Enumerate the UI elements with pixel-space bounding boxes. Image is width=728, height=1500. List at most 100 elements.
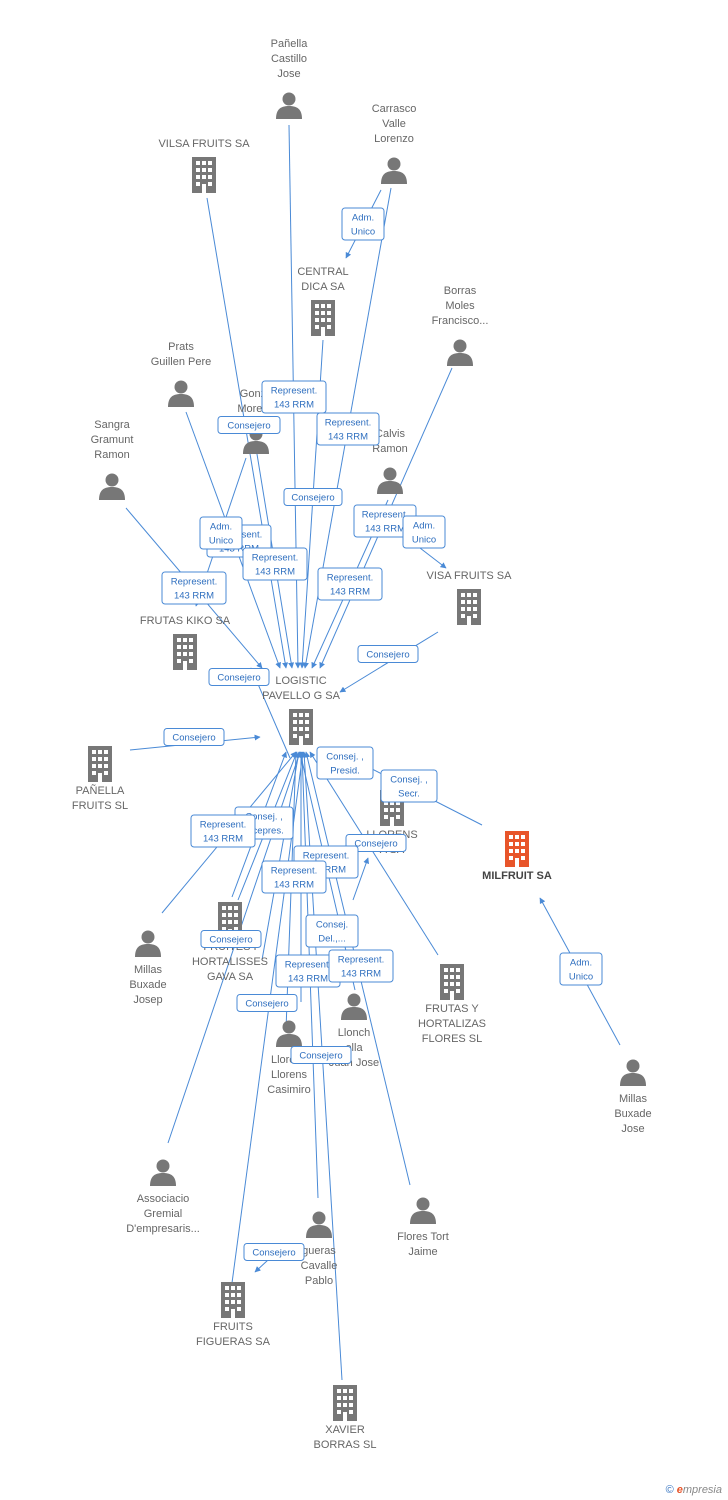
node-label: Buxade (614, 1108, 651, 1120)
node-label: BORRAS SL (314, 1439, 377, 1451)
relation-text: 143 RRM (341, 969, 381, 980)
building-icon (333, 1385, 357, 1421)
node-label: LOGISTIC (275, 675, 326, 687)
relation-box (290, 1046, 352, 1064)
relation-text: 143 RRM (274, 880, 314, 891)
node-label: FLORES SL (422, 1033, 483, 1045)
node-associacio[interactable]: AssociacioGremialD'empresaris... (126, 1159, 200, 1236)
node-label: FRUTAS Y (425, 1003, 479, 1015)
relation-text: Vicepres. (244, 826, 283, 837)
relation-edge (254, 1259, 269, 1273)
relation-text: Consej. , (326, 752, 364, 763)
node-label: Castillo (271, 53, 307, 65)
relation-text: Consej. (316, 920, 348, 931)
relation-text: Adm. (413, 521, 435, 532)
relation-text: Adm. (570, 958, 592, 969)
node-label: Associacio (137, 1193, 190, 1205)
brand-logo-text: mpresia (682, 1484, 722, 1496)
relation-label-r-represent-6: Represent.143 RRM (161, 571, 227, 605)
relation-box (380, 769, 438, 803)
relation-label-r-consej-secr: Consej. ,Secr. (380, 769, 438, 803)
node-milfruit[interactable]: MILFRUIT SA (482, 831, 552, 882)
relation-text: Secr. (398, 789, 420, 800)
relation-text: Presid. (330, 766, 360, 777)
relation-box (161, 571, 227, 605)
relation-label-r-consejero-6: Consejero (345, 834, 407, 852)
relation-box (243, 1243, 305, 1261)
building-icon (457, 589, 481, 625)
relation-label-r-consejero-9: Consejero (290, 1046, 352, 1064)
node-visa[interactable]: VISA FRUITS SA (427, 570, 513, 625)
building-icon (192, 157, 216, 193)
relation-text: 143 RRM (174, 591, 214, 602)
person-icon (276, 1020, 302, 1047)
relation-text: Consejero (252, 1248, 295, 1259)
node-label: PAVELLO G SA (262, 690, 341, 702)
relation-box (357, 645, 419, 663)
relation-box (190, 814, 256, 848)
node-label: Jose (621, 1123, 644, 1135)
relation-edge (231, 751, 306, 1284)
relation-text: Represent. (200, 820, 246, 831)
node-label: Casimiro (267, 1084, 310, 1096)
relation-box (208, 668, 270, 686)
relation-label-r-represent-8: Represent. 143 RRM (190, 814, 256, 848)
node-label: FRUITS (213, 1321, 253, 1333)
building-icon (289, 709, 313, 745)
relation-box (236, 994, 298, 1012)
relation-text: Represent. (271, 386, 317, 397)
building-icon (88, 746, 112, 782)
person-icon (99, 473, 125, 500)
relation-box (316, 412, 380, 446)
node-label: PAÑELLA (76, 784, 125, 797)
relation-box (163, 728, 225, 746)
relation-box (305, 914, 359, 948)
relation-text: 143 RRM (288, 974, 328, 985)
relation-box (217, 416, 281, 434)
node-label: Flores Tort (397, 1231, 449, 1243)
node-vilsa[interactable]: VILSA FRUITS SA (158, 138, 250, 193)
relation-text: Represent. (303, 851, 349, 862)
relation-edge (309, 751, 439, 956)
relation-text: Represent. (362, 510, 408, 521)
nodes-layer: PañellaCastilloJoseCarrascoValleLorenzoV… (72, 38, 652, 1451)
node-frutas-kiko[interactable]: FRUTAS KIKO SA (140, 615, 231, 670)
relation-label-r-consejero-5: Consejero (163, 728, 225, 746)
relation-text: Represent. (252, 553, 298, 564)
building-icon (505, 831, 529, 867)
relation-text: 143 RRM (328, 432, 368, 443)
relation-box (328, 949, 394, 983)
relation-text: Unico (351, 227, 375, 238)
relation-label-r-represent-2: Represent.143 RRM (316, 412, 380, 446)
relation-edge (261, 751, 302, 961)
relation-text: Consejero (209, 935, 252, 946)
relation-label-r-consejero-2: Consejero (283, 488, 343, 506)
node-label: GAVA SA (207, 971, 254, 983)
relation-edge (419, 547, 447, 569)
node-label: Gremial (144, 1208, 183, 1220)
relation-text: Consejero (227, 421, 270, 432)
node-borras-moles[interactable]: BorrasMolesFrancisco... (432, 285, 489, 366)
relation-text: Represent. (271, 866, 317, 877)
relation-label-r-consejero-1: Consejero (217, 416, 281, 434)
relation-text: 143 RRM (203, 834, 243, 845)
person-icon (276, 92, 302, 119)
node-logistic[interactable]: LOGISTIC PAVELLO G SA (262, 675, 341, 745)
node-label: Guillen Pere (151, 356, 212, 368)
relation-label-r-adm-unico-4: Adm.Unico (559, 952, 603, 986)
